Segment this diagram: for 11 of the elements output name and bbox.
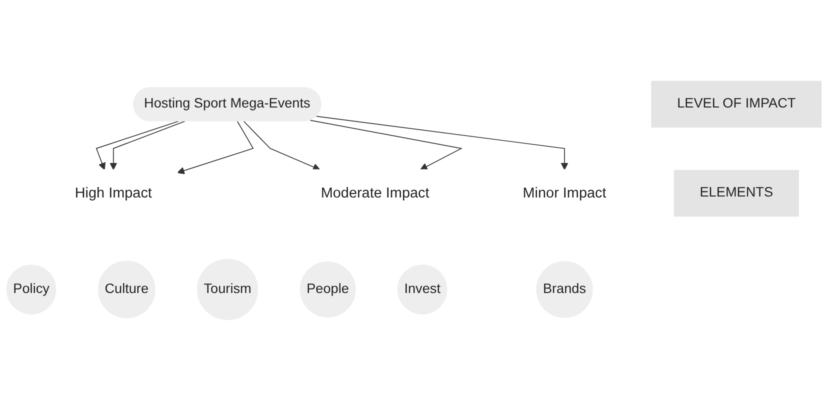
node-text: High Impact xyxy=(74,184,152,202)
arrow xyxy=(316,116,568,170)
arrow xyxy=(96,120,179,170)
node-text: Moderate Impact xyxy=(320,184,430,202)
node-text: Minor Impact xyxy=(522,184,606,202)
arrow xyxy=(177,120,254,174)
arrow xyxy=(310,120,463,170)
arrow xyxy=(110,120,186,170)
node-box: LEVEL OF IMPACT xyxy=(651,80,822,128)
node-box: ELEMENTS xyxy=(674,170,799,217)
arrow xyxy=(243,120,320,170)
